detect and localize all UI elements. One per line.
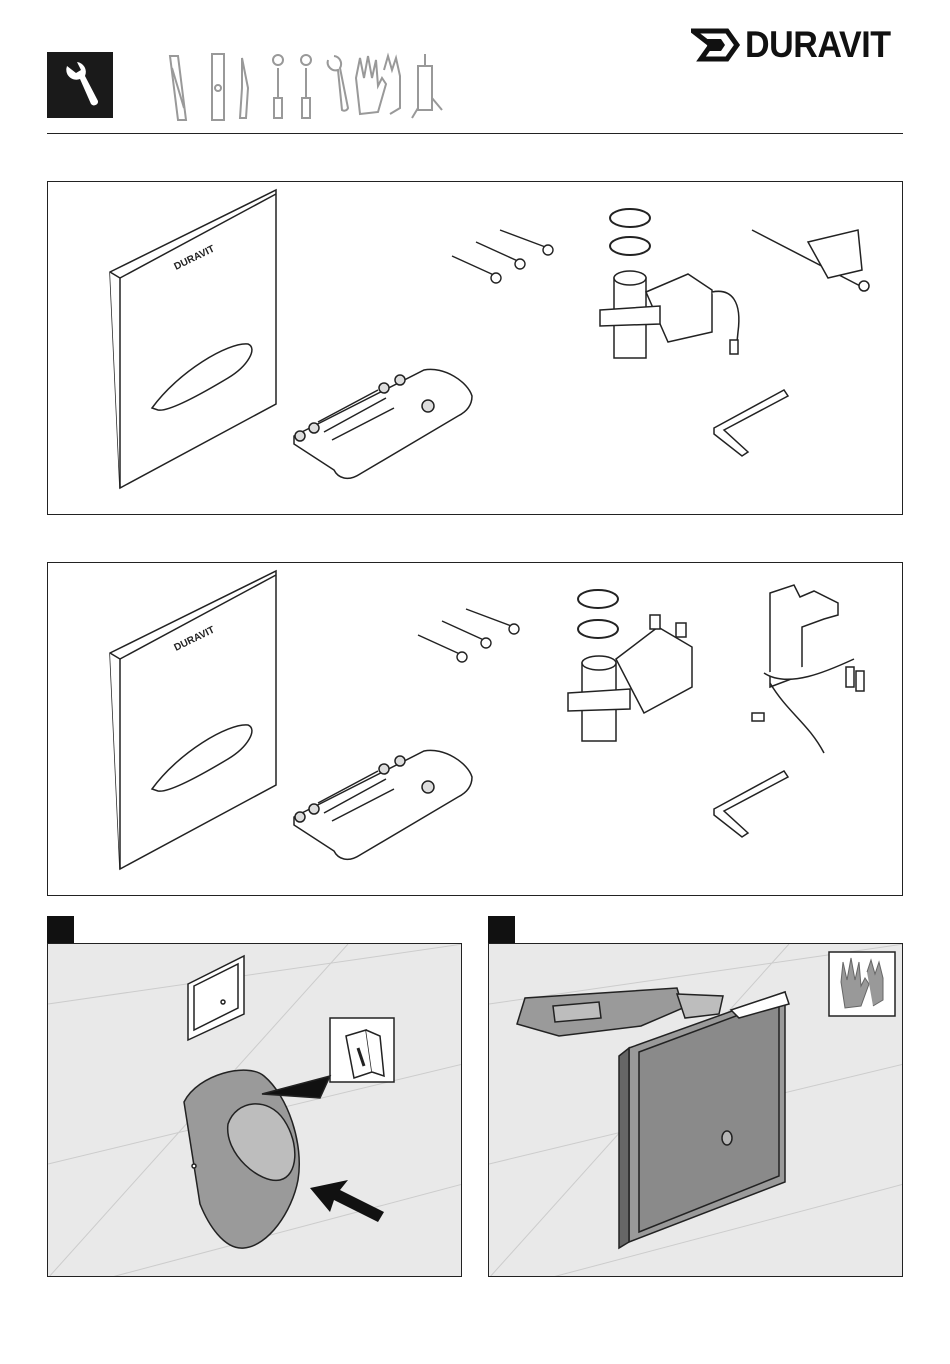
step-number-1 — [47, 916, 74, 943]
sensor-cable-icon — [752, 230, 869, 291]
gloves-icon — [356, 56, 400, 114]
scope-of-delivery-panel-1: DURAVIT — [47, 181, 903, 515]
duravit-logo-icon — [691, 25, 741, 65]
spirit-level-icon — [212, 54, 224, 120]
allen-key-icon — [714, 771, 788, 837]
step-1-panel — [47, 943, 462, 1277]
solenoid-valve-icon — [600, 209, 739, 358]
cover-plate-icon: DURAVIT — [110, 190, 276, 488]
screwdriver-cross-icon — [273, 55, 283, 118]
gloves-icon — [829, 952, 895, 1016]
step-number-2 — [488, 916, 515, 943]
drill-bit-icon — [170, 56, 186, 120]
remote-control-icon — [294, 369, 472, 478]
urinal-icon — [184, 1070, 330, 1248]
cover-plate-icon: DURAVIT — [110, 571, 276, 869]
scope-of-delivery-panel-2: DURAVIT — [47, 562, 903, 896]
brand-name: DURAVIT — [745, 24, 891, 66]
manual-icon — [330, 1018, 394, 1082]
screwdriver-flat-icon — [301, 55, 311, 118]
tool-icons — [160, 48, 450, 124]
knife-icon — [240, 58, 248, 118]
solenoid-valve-icon — [568, 590, 692, 741]
screws-icon — [452, 230, 553, 283]
screws-icon — [418, 609, 519, 662]
arrow-icon — [310, 1180, 384, 1222]
wrench-icon — [47, 52, 113, 118]
step-2-panel — [488, 943, 903, 1277]
wrench-icon — [328, 56, 348, 111]
silicone-gun-icon — [412, 54, 442, 118]
remote-control-icon — [294, 750, 472, 859]
installation-box-icon — [619, 992, 789, 1248]
brand-logo: DURAVIT — [691, 20, 903, 70]
allen-key-icon — [714, 390, 788, 456]
header-rule — [47, 133, 903, 134]
control-unit-icon — [752, 585, 864, 753]
wall-box-icon — [188, 956, 244, 1040]
